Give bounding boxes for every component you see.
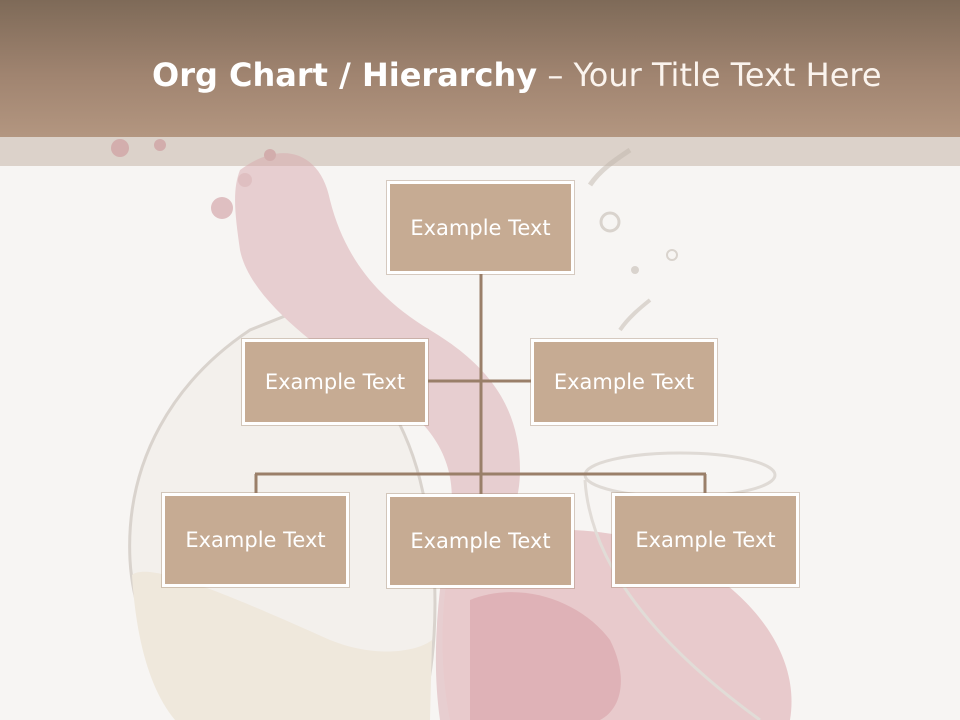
org-node-label: Example Text [553,370,695,394]
org-node-root[interactable]: Example Text [387,181,574,274]
org-node-assistant-right[interactable]: Example Text [531,339,717,425]
org-node-label: Example Text [185,528,326,552]
org-node-label: Example Text [410,529,551,553]
title-subtitle: Your Title Text Here [573,56,882,94]
slide-title: Org Chart / Hierarchy – Your Title Text … [152,52,942,98]
org-node-subordinate-1[interactable]: Example Text [162,493,349,587]
org-node-label: Example Text [410,215,551,240]
org-node-assistant-left[interactable]: Example Text [242,339,428,425]
org-node-subordinate-3[interactable]: Example Text [612,493,799,587]
org-node-label: Example Text [264,370,406,394]
org-node-label: Example Text [635,528,776,552]
org-node-subordinate-2[interactable]: Example Text [387,494,574,588]
title-bold: Org Chart / Hierarchy [152,56,538,94]
header-bar [0,0,960,137]
title-dash: – [537,56,574,94]
